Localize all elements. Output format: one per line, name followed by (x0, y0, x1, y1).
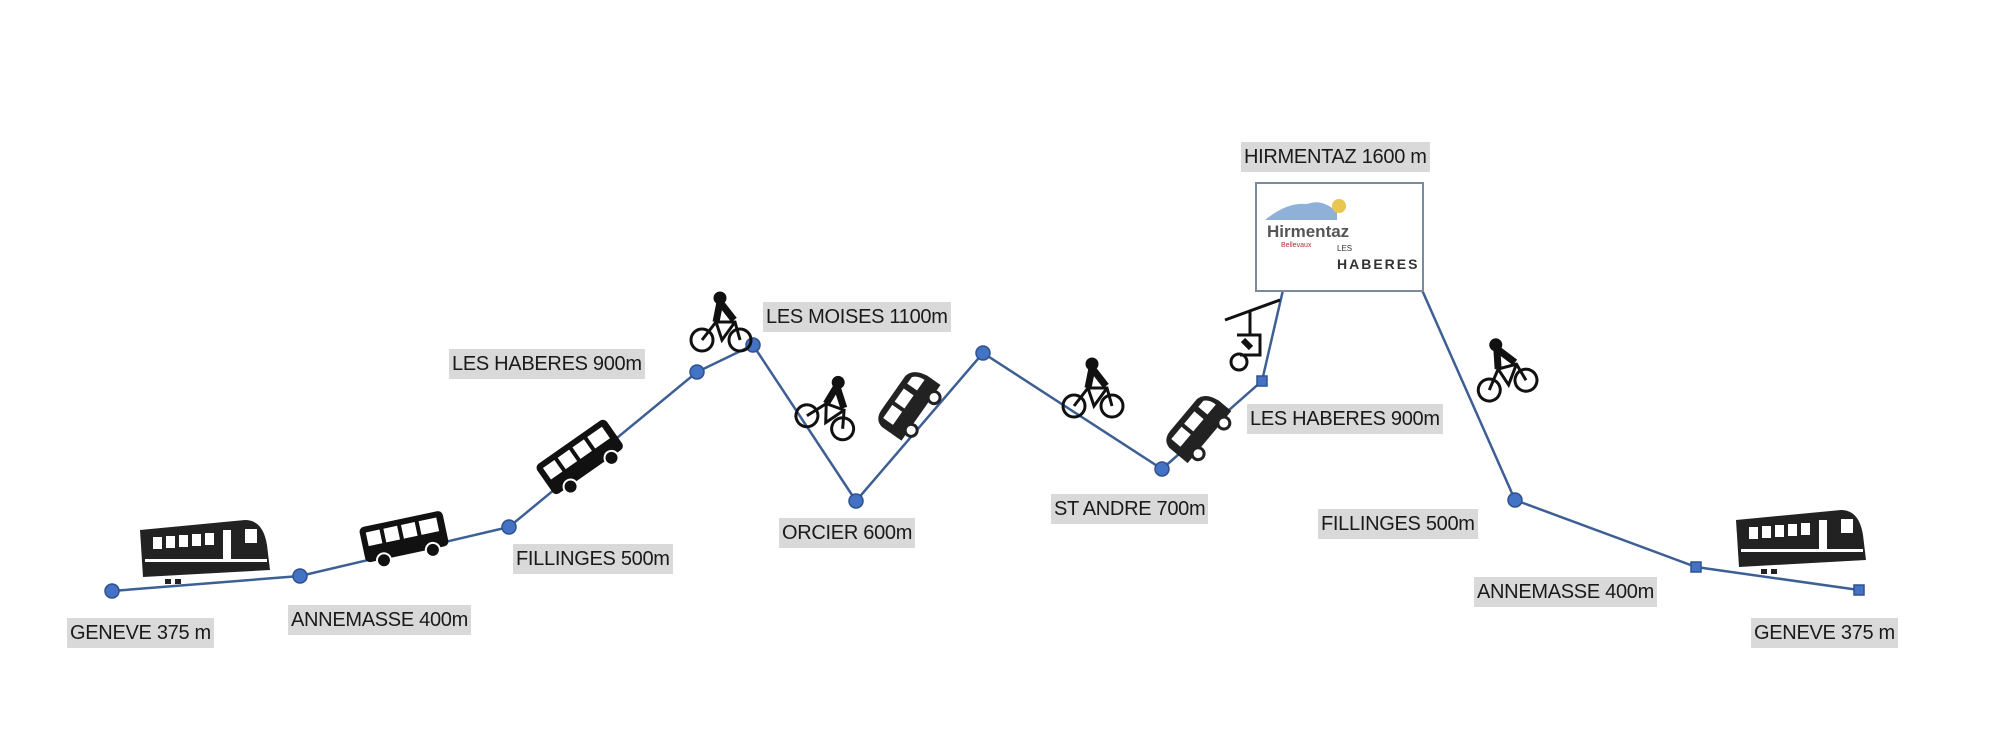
resort-logo: Hirmentaz Bellevaux LES HABERES (1255, 182, 1424, 292)
label-fillinges-2: FILLINGES 500m (1318, 509, 1478, 539)
stop-fillinges-2 (1507, 492, 1523, 508)
bike-icon (1063, 359, 1123, 417)
bike-icon (793, 368, 869, 443)
label-fillinges: FILLINGES 500m (513, 544, 673, 574)
label-annemasse-2: ANNEMASSE 400m (1474, 577, 1657, 607)
stop-annemasse (292, 568, 308, 584)
label-les-moises: LES MOISES 1100m (763, 302, 951, 332)
stop-fillinges (501, 519, 517, 535)
bike-icon (691, 293, 751, 351)
label-orcier: ORCIER 600m (779, 518, 916, 548)
van-icon (1160, 387, 1239, 470)
label-les-haberes-2: LES HABERES 900m (1247, 404, 1443, 434)
label-geneve: GENEVE 375 m (67, 618, 214, 648)
stop-st-andre (1154, 461, 1170, 477)
stop-les-haberes-2 (1256, 375, 1268, 387)
logo-bellevaux: Bellevaux (1281, 242, 1312, 249)
label-les-haberes: LES HABERES 900m (449, 349, 645, 379)
label-st-andre: ST ANDRE 700m (1051, 494, 1209, 524)
stop-les-haberes (689, 364, 705, 380)
label-annemasse: ANNEMASSE 400m (288, 605, 471, 635)
stop-orcier (848, 493, 864, 509)
bike-icon (1466, 332, 1539, 404)
train-icon (1736, 510, 1866, 574)
label-geneve-2: GENEVE 375 m (1751, 618, 1898, 648)
train-icon (140, 520, 270, 584)
stop-annemasse-2 (1690, 561, 1702, 573)
bus-icon (533, 416, 631, 504)
logo-hirmentaz: Hirmentaz (1267, 222, 1350, 241)
stop-geneve-2 (1853, 584, 1865, 596)
logo-haberes: HABERES (1337, 256, 1420, 272)
label-hirmentaz: HIRMENTAZ 1600 m (1241, 142, 1430, 172)
mountain-sun-icon (1265, 199, 1346, 220)
logo-les: LES (1337, 244, 1353, 253)
stop-geneve (104, 583, 120, 599)
stop-col (975, 345, 991, 361)
bus-icon (357, 509, 452, 572)
van-icon (872, 363, 949, 447)
